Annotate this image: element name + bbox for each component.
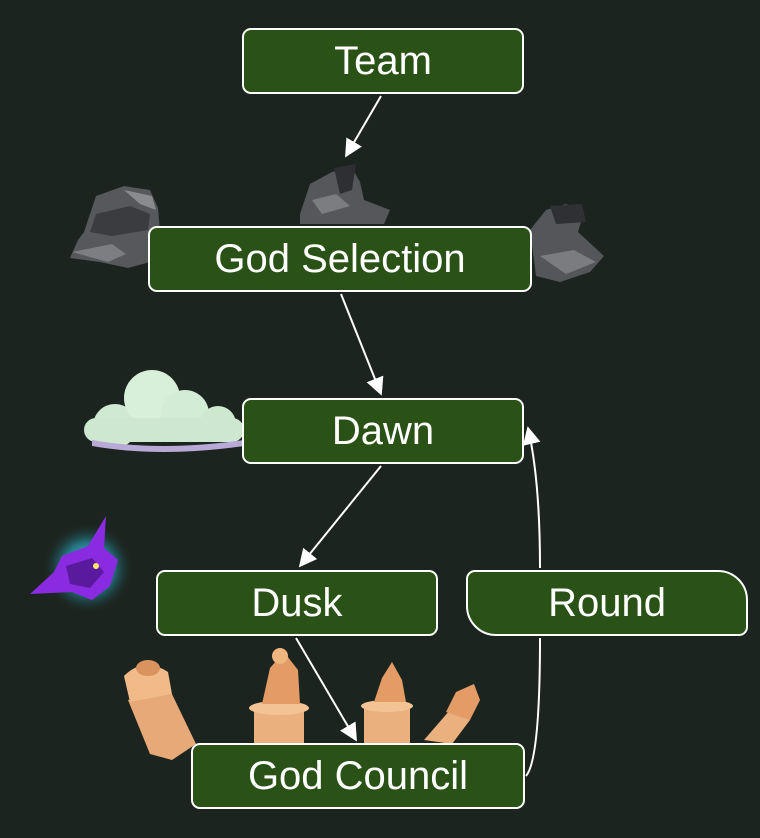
node-dusk: Dusk <box>156 570 438 636</box>
stone-head-icon <box>530 204 604 282</box>
node-team-label: Team <box>334 38 432 83</box>
edge-team-to-god-selection <box>345 95 382 158</box>
edge-dawn-to-dusk <box>298 465 382 568</box>
edge-god-selection-to-dawn <box>340 293 384 396</box>
edge-round-to-dawn <box>522 426 541 569</box>
node-team: Team <box>242 28 524 94</box>
purple-bat-icon <box>30 516 134 614</box>
node-god-selection-label: God Selection <box>214 236 466 281</box>
node-god-council: God Council <box>191 743 525 809</box>
node-god-council-label: God Council <box>247 753 469 798</box>
chess-pawn-statue-icon <box>249 648 309 744</box>
stone-head-icon <box>300 164 390 224</box>
edge-god-council-to-round <box>525 637 541 777</box>
edge-dusk-to-god-council <box>295 637 357 742</box>
cloud-icon <box>84 370 244 452</box>
chess-pawn-statue-icon <box>361 662 413 744</box>
chess-pawn-statue-icon <box>424 684 480 744</box>
node-dawn-label: Dawn <box>331 408 435 453</box>
node-dawn: Dawn <box>242 398 524 464</box>
node-dusk-label: Dusk <box>251 580 343 625</box>
node-round-label: Round <box>548 580 666 625</box>
chess-pawn-statue-icon <box>124 660 196 760</box>
node-god-selection: God Selection <box>148 226 532 292</box>
stone-head-icon <box>70 186 160 268</box>
node-round: Round <box>466 570 748 636</box>
